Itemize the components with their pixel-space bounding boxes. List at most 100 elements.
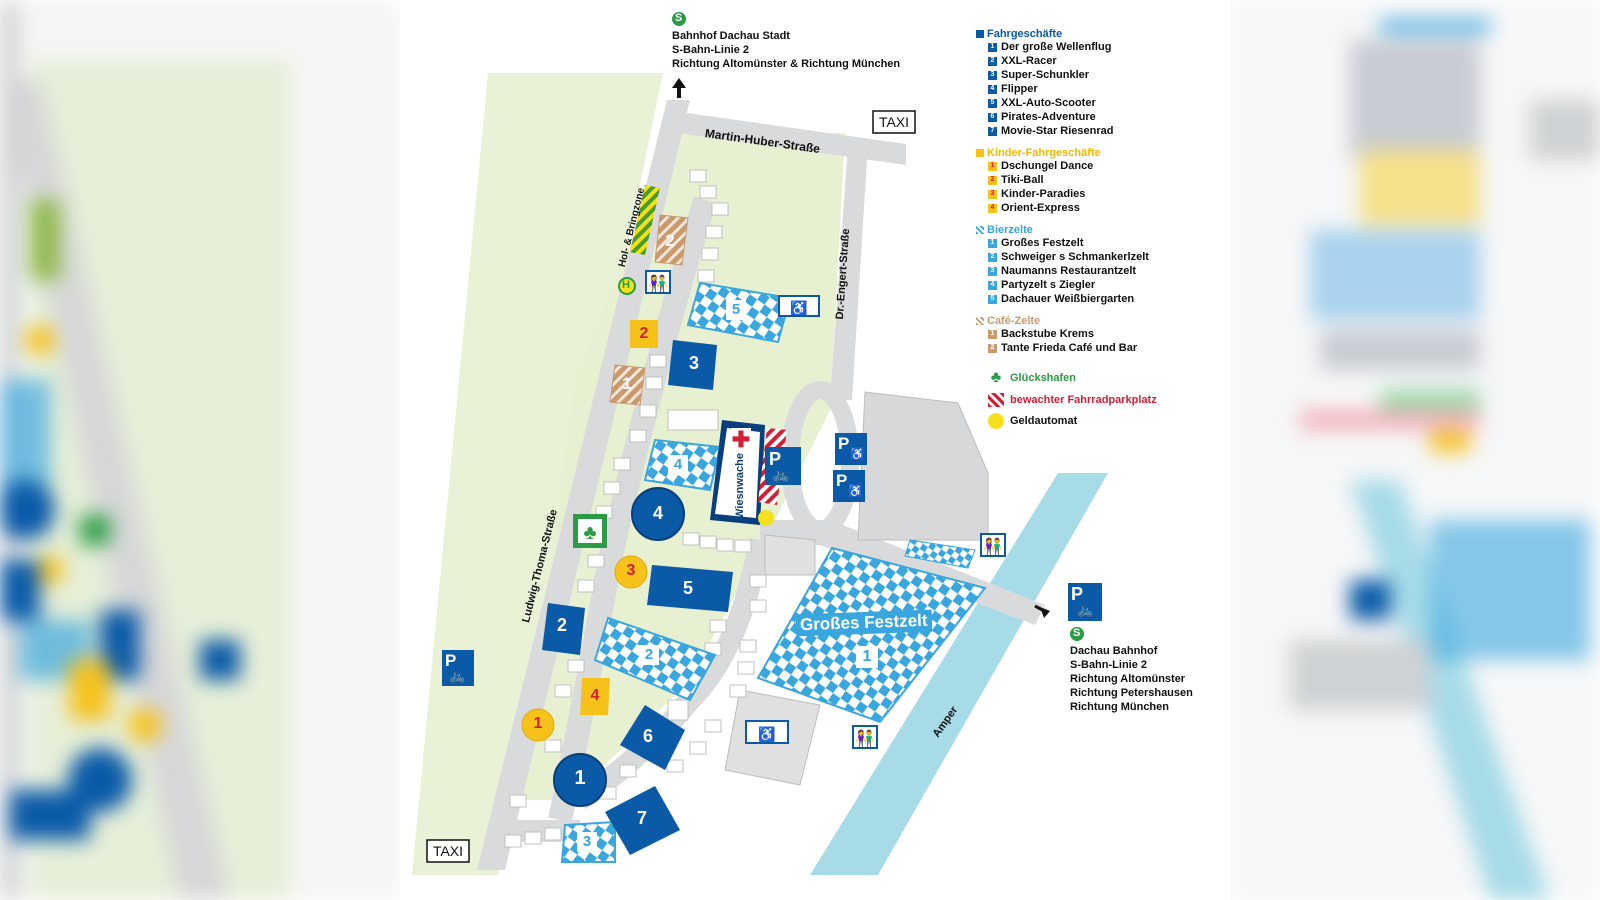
legend-number-badge: 1	[988, 161, 997, 171]
direction-east-line: Richtung München	[1070, 701, 1169, 713]
ride-6[interactable]	[620, 705, 685, 770]
parking-accessible-sign-2[interactable]	[833, 470, 865, 502]
svg-text:👫: 👫	[648, 274, 668, 293]
direction-north: Bahnhof Dachau Stadt S-Bahn-Linie 2 Rich…	[672, 29, 900, 71]
legend-item-text: Kinder-Paradies	[1001, 188, 1086, 200]
legend-cafes-title: Café-Zelte	[976, 315, 1206, 327]
cafe-2[interactable]	[654, 214, 689, 266]
direction-east-line: Richtung Petershausen	[1070, 687, 1193, 699]
green-field	[412, 73, 663, 875]
parking-bike-sign-center[interactable]	[765, 447, 801, 485]
parking-letter: P	[445, 651, 457, 670]
ride-3[interactable]	[668, 340, 717, 390]
festival-map: ♣ ✚	[400, 0, 1230, 900]
ride-1[interactable]	[553, 753, 607, 807]
legend-number-badge: 4	[988, 203, 997, 213]
stalls	[504, 169, 767, 848]
wc-accessible-icon	[745, 720, 789, 744]
kids-ride-4-label: 4	[590, 687, 600, 704]
kids-ride-3[interactable]	[614, 555, 648, 589]
legend-item-text: Dschungel Dance	[1001, 160, 1094, 172]
legend-number-badge: 4	[988, 280, 997, 290]
ride-2[interactable]	[542, 603, 585, 655]
arrow-east-icon	[1034, 604, 1050, 618]
legend-title-text: Bierzelte	[987, 224, 1033, 236]
tent-1-grosses-festzelt[interactable]	[756, 546, 987, 724]
cafe-2-number: 2	[665, 231, 675, 250]
blurred-background-right	[1230, 0, 1600, 900]
wheelchair-icon: ♿	[848, 484, 863, 498]
ride-2-label: 2	[556, 615, 567, 635]
ride-7-label: 7	[636, 808, 647, 828]
legend-item-text: Orient-Express	[1001, 202, 1080, 214]
ride-4[interactable]	[631, 487, 685, 541]
map-canvas: ♣ ✚	[412, 12, 1108, 875]
legend-item-text: Super-Schunkler	[1001, 69, 1090, 81]
svg-text:👫: 👫	[983, 537, 1003, 556]
ludwig-thoma-road	[477, 100, 690, 870]
ride-5-label: 5	[682, 578, 693, 598]
wc-accessible-icon	[778, 295, 820, 317]
legend-kids-title: Kinder-Fahrgeschäfte	[976, 147, 1206, 159]
ride-7[interactable]	[605, 786, 680, 855]
bike-icon: 🚲	[772, 466, 790, 482]
parking-bike-sign-west[interactable]	[442, 650, 474, 686]
bus-stop-icon	[618, 277, 636, 295]
taxi-label-north: TAXI	[878, 114, 910, 130]
legend-item-text: XXL-Auto-Scooter	[1001, 97, 1096, 109]
s-bahn-letter: S	[1073, 627, 1081, 639]
ride-1-label: 1	[574, 767, 586, 789]
cafe-1[interactable]	[609, 364, 646, 406]
taxi-label-south: TAXI	[432, 843, 464, 859]
s-bahn-icon	[672, 12, 686, 26]
legend-item: 4 Orient-Express	[976, 201, 1206, 215]
legend-number-badge: 4	[988, 84, 997, 94]
ride-5[interactable]	[647, 565, 733, 612]
legend-lucky: ♣ Glückshafen	[976, 369, 1206, 387]
legend-item-text: Tiki-Ball	[1001, 174, 1044, 186]
kids-ride-2[interactable]	[630, 320, 658, 348]
ride-6-label: 6	[642, 726, 653, 746]
kids-ride-4[interactable]	[580, 678, 610, 715]
bus-stop-letter: H	[622, 279, 630, 291]
hol-bringzone-label: Hol- & Bringzone	[616, 186, 648, 269]
parking-bike-sign-east[interactable]	[1068, 583, 1102, 621]
parking-letter: P	[769, 449, 782, 469]
kids-ride-3-label: 3	[626, 562, 636, 579]
direction-east-line: S-Bahn-Linie 2	[1070, 659, 1148, 671]
kids-ride-1-label: 1	[533, 715, 543, 732]
legend-item-text: Schweiger s Schmankerlzelt	[1001, 251, 1149, 263]
legend-title-text: Fahrgeschäfte	[987, 28, 1063, 40]
atm-marker[interactable]	[758, 510, 774, 526]
legend-atm-text: Geldautomat	[1010, 415, 1078, 427]
street-dr-engert: Dr.-Engert-Straße	[833, 228, 853, 320]
legend-item-text: Naumanns Restaurantzelt	[1001, 265, 1137, 277]
legend-item-text: Großes Festzelt	[1001, 237, 1084, 249]
parking-letter: P	[838, 434, 850, 453]
direction-east-line: Richtung Altomünster	[1070, 673, 1186, 685]
legend-number-badge: 5	[988, 98, 997, 108]
kids-ride-1[interactable]	[521, 708, 555, 742]
parking-accessible-sign-1[interactable]	[835, 433, 867, 465]
legend-square-icon	[976, 149, 984, 157]
street-ludwig-thoma: Ludwig-Thoma-Straße	[520, 508, 560, 624]
atm-dot-icon	[988, 413, 1004, 429]
legend-number-badge: 2	[988, 175, 997, 185]
clover-icon: ♣	[990, 369, 1002, 386]
legend-number-badge: 2	[988, 252, 997, 262]
hol-bringzone-area	[630, 185, 660, 255]
s-bahn-letter: S	[675, 12, 683, 24]
parking-letter: P	[836, 471, 848, 490]
wc-icon	[980, 533, 1006, 557]
svg-text:♿: ♿	[758, 726, 775, 743]
